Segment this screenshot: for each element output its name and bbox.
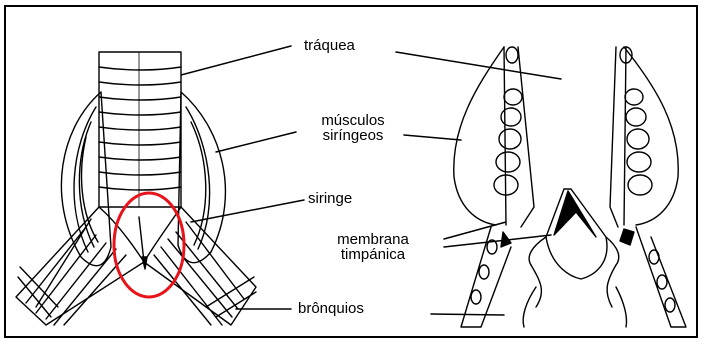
siringe-leader <box>191 200 304 222</box>
label-traquea: tráquea <box>304 38 355 53</box>
section-syrinx-drawing <box>454 47 686 327</box>
bronquios-right-leader <box>431 314 504 315</box>
label-musculos-line1: músculos <box>298 113 408 128</box>
label-membrana-line1: membrana <box>318 232 428 247</box>
right-section-bronchus <box>636 227 686 327</box>
left-section-muscle <box>454 47 504 225</box>
right-section-muscle <box>624 47 678 225</box>
syrinx-illustration <box>6 7 698 338</box>
external-syrinx-drawing <box>16 52 256 325</box>
musculos-right-leader <box>404 135 461 140</box>
label-bronquios: brônquios <box>298 301 364 316</box>
label-musculos-line2: siríngeos <box>298 128 408 143</box>
figure-frame: tráquea músculos siríngeos siringe membr… <box>4 5 698 338</box>
label-siringe: siringe <box>308 191 352 206</box>
right-bronchus <box>144 207 256 325</box>
musculos-left-leader <box>216 132 296 152</box>
traquea-left-leader <box>181 46 291 75</box>
label-membrana-line2: timpánica <box>318 247 428 262</box>
membrana-leader-left <box>444 222 506 239</box>
traquea-right-leader <box>396 52 561 79</box>
